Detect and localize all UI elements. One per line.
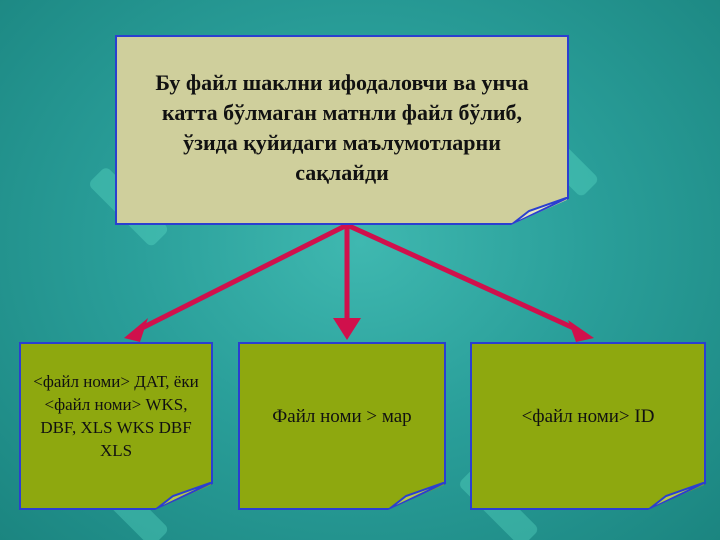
arrow-left-head	[124, 318, 148, 342]
extension-box-mar: Файл номи > мар	[238, 342, 446, 510]
page-curl-icon	[386, 482, 446, 510]
arrow-middle-head	[333, 318, 361, 340]
arrow-right-shaft	[344, 222, 581, 333]
arrow-right-head	[568, 320, 594, 342]
extension-box-id: <файл номи> ID	[470, 342, 706, 510]
page-curl-icon	[646, 482, 706, 510]
extension-box-id-text: <файл номи> ID	[521, 405, 655, 427]
extension-box-mar-text: Файл номи > мар	[272, 405, 412, 427]
main-description-text: Бу файл шаклни ифодаловчи ва унча катта …	[155, 70, 529, 185]
page-curl-icon	[509, 197, 569, 225]
page-curl-icon	[153, 482, 213, 510]
extension-box-dat: <файл номи> ДАТ, ёки <файл номи> WKS, DB…	[19, 342, 213, 510]
arrow-left-shaft	[139, 222, 350, 331]
extension-box-dat-text: <файл номи> ДАТ, ёки <файл номи> WKS, DB…	[33, 372, 199, 460]
main-description-note: Бу файл шаклни ифодаловчи ва унча катта …	[115, 35, 569, 225]
